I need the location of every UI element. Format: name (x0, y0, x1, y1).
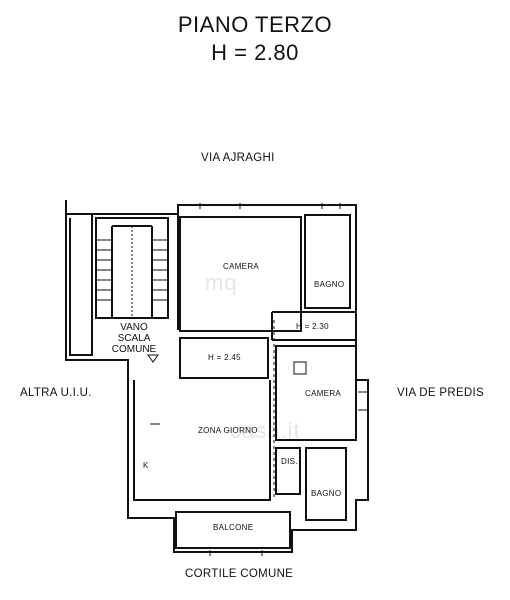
room-h230 (271, 311, 356, 341)
room-zona-giorno (133, 380, 271, 501)
room-h245-label: H = 2.45 (208, 353, 241, 362)
room-h230-label: H = 2.30 (296, 322, 329, 331)
room-camera-1-label: CAMERA (223, 262, 260, 271)
height-label: H = 2.80 (211, 40, 299, 65)
stair-label-line2: SCALA (117, 333, 151, 344)
room-k-label: K (143, 461, 149, 470)
room-balcone (175, 511, 291, 549)
room-balcone-label: BALCONE (213, 523, 254, 532)
watermark-logo-top: mq (205, 270, 238, 295)
stair-label: VANO SCALA COMUNE (104, 322, 164, 355)
room-zona-giorno-label: ZONA GIORNO (198, 426, 258, 435)
floor-title: PIANO TERZO (177, 12, 333, 37)
stair-label-line3: COMUNE (111, 344, 157, 355)
outer-wall (65, 200, 369, 553)
room-bagno-2 (305, 447, 347, 521)
room-camera-2 (275, 345, 357, 441)
room-camera-1 (179, 216, 302, 332)
room-dis (275, 447, 301, 495)
street-left-label: ALTRA U.I.U. (20, 387, 92, 399)
room-dis-label: DIS. (281, 457, 298, 466)
street-bottom-label: CORTILE COMUNE (185, 568, 294, 580)
room-bagno-2-label: BAGNO (311, 489, 342, 498)
room-camera-2-label: CAMERA (305, 389, 342, 398)
street-right-label: VIA DE PREDIS (397, 387, 484, 399)
stair-well (95, 217, 169, 319)
room-bagno-1-label: BAGNO (314, 280, 345, 289)
room-bagno-1 (304, 214, 351, 309)
street-top-label: VIA AJRAGHI (201, 152, 275, 164)
stair-label-line1: VANO (120, 322, 148, 333)
watermark-logo-center: casa.it (230, 418, 301, 443)
